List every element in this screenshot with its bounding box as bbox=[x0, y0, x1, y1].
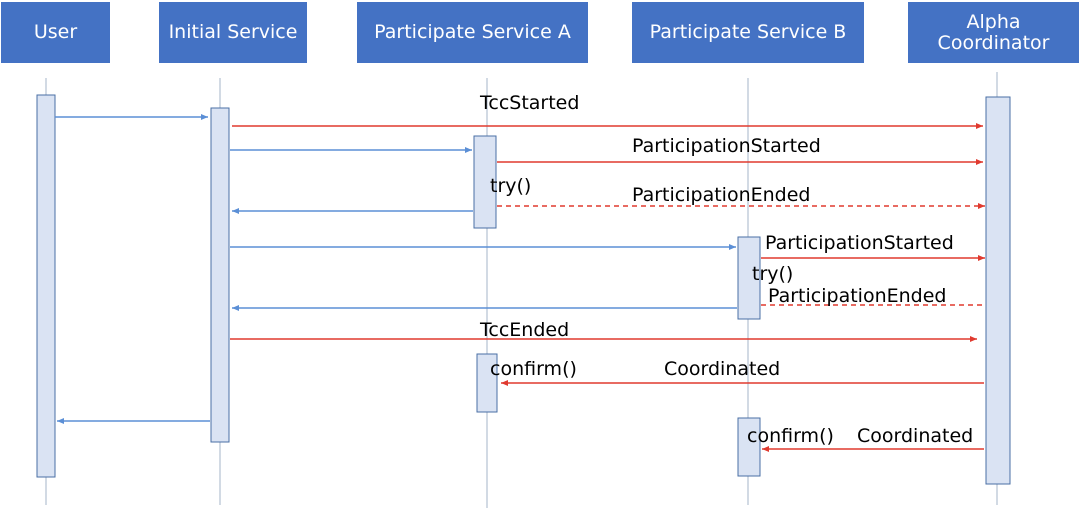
actor-participate-b-label: Participate Service B bbox=[649, 21, 847, 43]
label-try-a: try() bbox=[490, 175, 532, 197]
activation-alpha-coordinator bbox=[985, 96, 1011, 485]
label-tcc-started: TccStarted bbox=[480, 92, 580, 114]
activation-participate-b-try bbox=[737, 236, 761, 320]
label-participation-started-b: ParticipationStarted bbox=[765, 232, 954, 254]
label-participation-ended-b: ParticipationEnded bbox=[768, 285, 947, 307]
actor-user: User bbox=[1, 2, 110, 63]
label-coordinated-b: Coordinated bbox=[857, 425, 974, 447]
actor-initial-service-label: Initial Service bbox=[168, 21, 298, 43]
label-confirm-a: confirm() bbox=[490, 358, 577, 380]
actor-alpha-coordinator: Alpha Coordinator bbox=[908, 2, 1079, 63]
label-coordinated-a: Coordinated bbox=[664, 358, 781, 380]
label-participation-ended-a: ParticipationEnded bbox=[632, 184, 811, 206]
activation-participate-a-try bbox=[473, 135, 497, 229]
label-try-b: try() bbox=[752, 263, 794, 285]
label-tcc-ended: TccEnded bbox=[480, 319, 570, 341]
actor-participate-service-b: Participate Service B bbox=[632, 2, 864, 63]
actor-participate-service-a: Participate Service A bbox=[357, 2, 588, 63]
actor-alpha-coordinator-label: Alpha Coordinator bbox=[937, 10, 1050, 54]
activation-participate-a-confirm bbox=[476, 353, 498, 413]
actor-user-label: User bbox=[33, 21, 78, 43]
label-participation-started-a: ParticipationStarted bbox=[632, 135, 821, 157]
activation-participate-b-confirm bbox=[737, 417, 761, 477]
actor-participate-a-label: Participate Service A bbox=[374, 21, 571, 43]
actor-initial-service: Initial Service bbox=[159, 2, 307, 63]
activation-user bbox=[36, 94, 56, 478]
activation-initial-service bbox=[210, 107, 230, 443]
label-confirm-b: confirm() bbox=[747, 425, 834, 447]
